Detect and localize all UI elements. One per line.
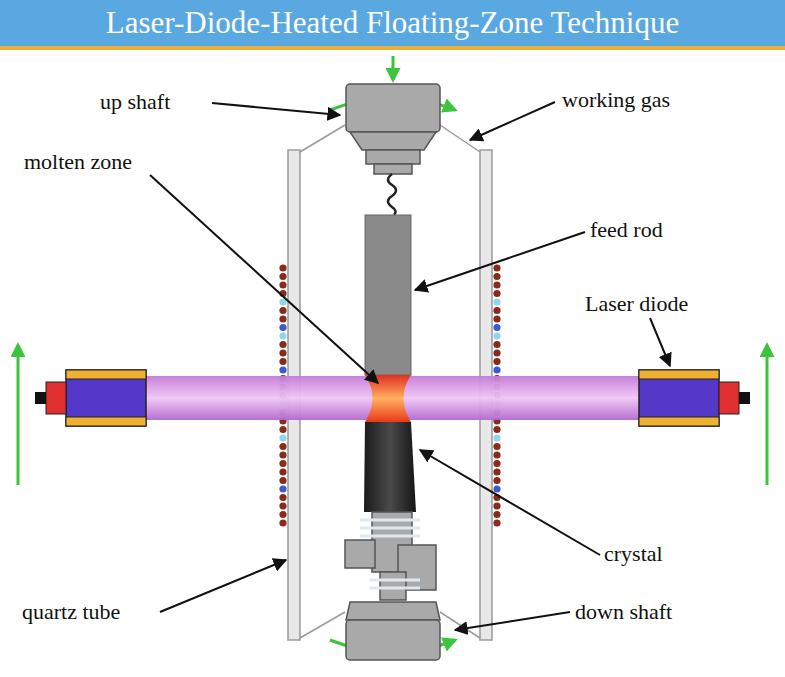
laser-diode (35, 370, 146, 426)
part-label: quartz tube (22, 600, 120, 624)
part-label: down shaft (575, 600, 672, 624)
part-label: molten zone (24, 150, 132, 174)
laser-diode (639, 370, 750, 426)
part-label: working gas (562, 88, 670, 112)
part-label: Laser diode (585, 292, 688, 316)
part-label: crystal (604, 542, 663, 566)
part-label: up shaft (100, 90, 170, 114)
part-label: feed rod (590, 218, 663, 242)
title: Laser-Diode-Heated Floating-Zone Techniq… (0, 0, 785, 46)
